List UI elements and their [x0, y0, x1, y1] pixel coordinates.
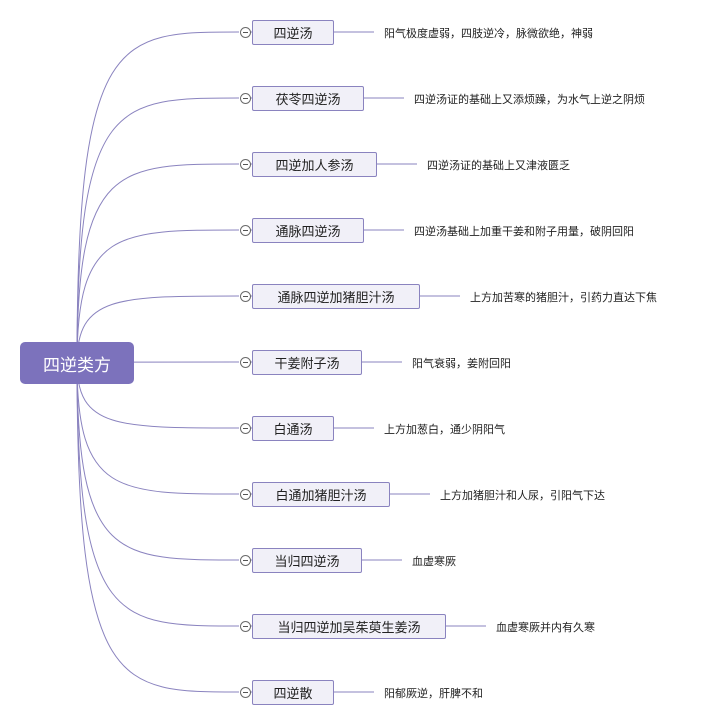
branch-connector	[76, 362, 240, 495]
collapse-toggle-icon[interactable]	[240, 225, 251, 236]
branch-topic[interactable]: 四逆加人参汤	[252, 152, 377, 177]
branch-topic-label: 白通汤	[273, 423, 313, 438]
branch-connector	[76, 362, 240, 627]
branch-topic[interactable]: 当归四逆汤	[252, 548, 362, 573]
branch-connector	[76, 362, 240, 693]
branch-topic[interactable]: 白通加猪胆汁汤	[252, 482, 390, 507]
collapse-toggle-icon[interactable]	[240, 489, 251, 500]
branch-note[interactable]: 四逆汤基础上加重干姜和附子用量，破阴回阳	[414, 224, 634, 238]
branch-topic[interactable]: 通脉四逆加猪胆汁汤	[252, 284, 420, 309]
branch-note[interactable]: 阳气极度虚弱，四肢逆冷，脉微欲绝，神弱	[384, 26, 593, 40]
branch-topic-label: 当归四逆汤	[274, 555, 340, 570]
root-topic-label: 四逆类方	[43, 355, 111, 376]
collapse-toggle-icon[interactable]	[240, 159, 251, 170]
branch-topic-label: 四逆汤	[273, 27, 313, 42]
branch-topic-label: 通脉四逆加猪胆汁汤	[277, 291, 395, 306]
root-topic[interactable]: 四逆类方	[20, 342, 134, 384]
branch-connector	[76, 295, 240, 364]
branch-connector	[76, 163, 240, 364]
collapse-toggle-icon[interactable]	[240, 555, 251, 566]
branch-note[interactable]: 四逆汤证的基础上又添烦躁，为水气上逆之阴烦	[414, 92, 645, 106]
collapse-toggle-icon[interactable]	[240, 27, 251, 38]
branch-topic-label: 通脉四逆汤	[275, 225, 341, 240]
branch-topic[interactable]: 当归四逆加吴茱萸生姜汤	[252, 614, 446, 639]
branch-topic[interactable]: 四逆散	[252, 680, 334, 705]
branch-topic[interactable]: 白通汤	[252, 416, 334, 441]
branch-note[interactable]: 上方加葱白，通少阴阳气	[384, 422, 505, 436]
branch-connector	[76, 229, 240, 364]
branch-topic-label: 茯苓四逆汤	[275, 93, 341, 108]
collapse-toggle-icon[interactable]	[240, 93, 251, 104]
collapse-toggle-icon[interactable]	[240, 357, 251, 368]
collapse-toggle-icon[interactable]	[240, 621, 251, 632]
branch-note[interactable]: 阳气衰弱，姜附回阳	[412, 356, 511, 370]
branch-topic-label: 当归四逆加吴茱萸生姜汤	[277, 621, 421, 636]
branch-note[interactable]: 四逆汤证的基础上又津液匮乏	[427, 158, 570, 172]
branch-topic-label: 干姜附子汤	[274, 357, 340, 372]
branch-note[interactable]: 上方加猪胆汁和人尿，引阳气下达	[440, 488, 605, 502]
collapse-toggle-icon[interactable]	[240, 687, 251, 698]
branch-topic-label: 四逆散	[273, 687, 313, 702]
branch-topic[interactable]: 干姜附子汤	[252, 350, 362, 375]
collapse-toggle-icon[interactable]	[240, 291, 251, 302]
branch-connector	[76, 31, 240, 364]
branch-topic-label: 白通加猪胆汁汤	[275, 489, 367, 504]
branch-note[interactable]: 阳郁厥逆，肝脾不和	[384, 686, 483, 700]
branch-connector	[76, 362, 240, 429]
branch-note[interactable]: 血虚寒厥并内有久寒	[496, 620, 595, 634]
branch-topic-label: 四逆加人参汤	[275, 159, 354, 174]
branch-note[interactable]: 上方加苦寒的猪胆汁，引药力直达下焦	[470, 290, 657, 304]
branch-topic[interactable]: 茯苓四逆汤	[252, 86, 364, 111]
branch-topic[interactable]: 通脉四逆汤	[252, 218, 364, 243]
branch-connector	[76, 362, 240, 561]
branch-connector	[76, 97, 240, 364]
branch-topic[interactable]: 四逆汤	[252, 20, 334, 45]
branch-note[interactable]: 血虚寒厥	[412, 554, 456, 568]
collapse-toggle-icon[interactable]	[240, 423, 251, 434]
